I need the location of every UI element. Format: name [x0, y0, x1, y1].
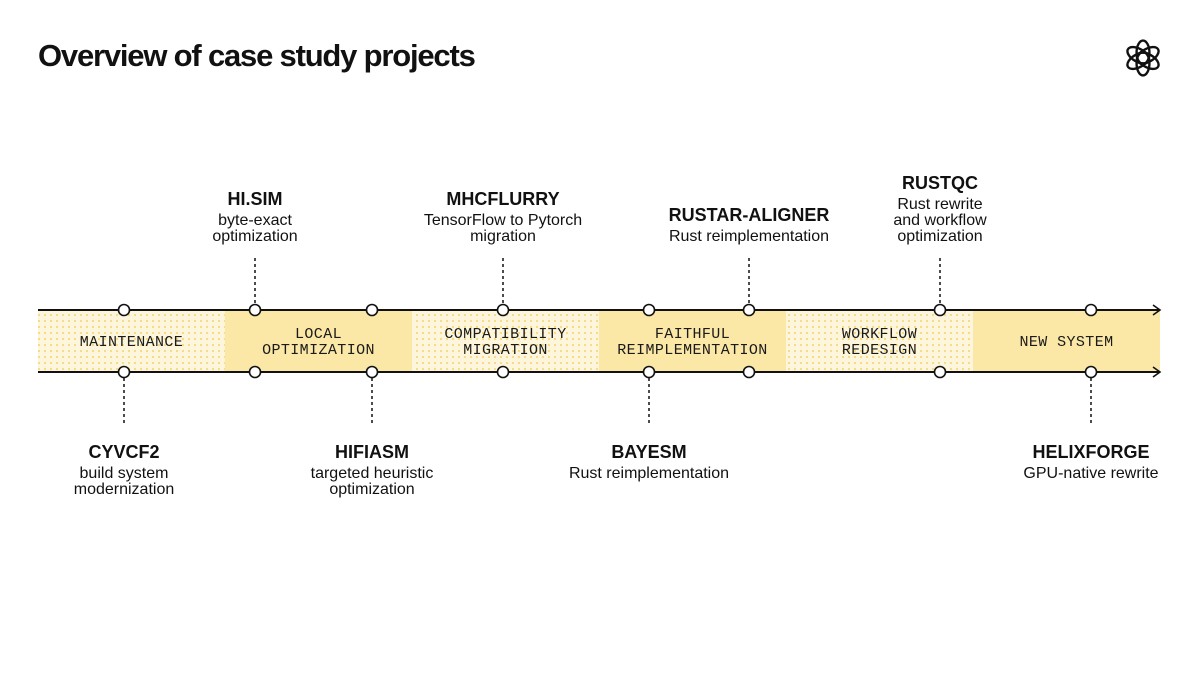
project-desc-rustqc: optimization	[897, 228, 982, 245]
project-desc-mhcflurry: migration	[470, 228, 536, 245]
project-title-mhcflurry: MHCFLURRY	[446, 189, 559, 209]
page-title: Overview of case study projects	[38, 38, 476, 73]
band-label-local-optimization: LOCAL	[295, 326, 342, 343]
project-desc-cyvcf2: build system	[80, 465, 169, 482]
project-desc-hifiasm: targeted heuristic	[311, 465, 434, 482]
rail-node	[933, 365, 947, 379]
band-label-local-optimization: OPTIMIZATION	[262, 342, 375, 359]
band-label-new-system: NEW SYSTEM	[1019, 334, 1113, 351]
project-desc-cyvcf2: modernization	[74, 481, 175, 498]
node-helixforge	[1084, 365, 1098, 379]
project-title-bayesm: BAYESM	[611, 442, 686, 462]
node-rustqc	[933, 303, 947, 317]
project-desc-bayesm: Rust reimplementation	[569, 465, 729, 482]
rail-node	[117, 303, 131, 317]
band-label-maintenance: MAINTENANCE	[80, 334, 183, 351]
rail-node	[248, 365, 262, 379]
project-desc-hi-sim: byte-exact	[218, 212, 292, 229]
project-desc-rustqc: and workflow	[893, 212, 987, 229]
project-desc-hifiasm: optimization	[329, 481, 414, 498]
project-title-hi-sim: HI.SIM	[227, 189, 282, 209]
project-desc-mhcflurry: TensorFlow to Pytorch	[424, 212, 582, 229]
node-hi-sim	[248, 303, 262, 317]
band-label-compatibility-migration: MIGRATION	[463, 342, 548, 359]
rail-node	[742, 365, 756, 379]
project-title-helixforge: HELIXFORGE	[1032, 442, 1149, 462]
project-desc-rustqc: Rust rewrite	[897, 196, 982, 213]
rail-node	[1084, 303, 1098, 317]
band-faithful-reimplementation	[599, 310, 786, 372]
openai-logo-icon	[1126, 39, 1160, 77]
band-label-faithful-reimplementation: REIMPLEMENTATION	[617, 342, 767, 359]
project-title-rustqc: RUSTQC	[902, 173, 978, 193]
band-label-compatibility-migration: COMPATIBILITY	[444, 326, 566, 343]
rail-node	[496, 365, 510, 379]
band-label-workflow-redesign: WORKFLOW	[842, 326, 917, 343]
node-hifiasm	[365, 365, 379, 379]
project-title-hifiasm: HIFIASM	[335, 442, 409, 462]
band-label-faithful-reimplementation: FAITHFUL	[655, 326, 730, 343]
project-desc-helixforge: GPU-native rewrite	[1023, 465, 1158, 482]
project-nodes	[117, 303, 1098, 379]
band-local-optimization	[225, 310, 412, 372]
node-rustar-aligner	[742, 303, 756, 317]
band-label-workflow-redesign: REDESIGN	[842, 342, 917, 359]
node-cyvcf2	[117, 365, 131, 379]
band-maintenance	[38, 310, 225, 372]
project-desc-hi-sim: optimization	[212, 228, 297, 245]
timeline-rails	[38, 304, 1162, 378]
rail-node	[365, 303, 379, 317]
top-rail-arrow	[1152, 304, 1162, 316]
band-new-system	[973, 310, 1160, 372]
project-title-rustar-aligner: RUSTAR-ALIGNER	[669, 205, 830, 225]
project-desc-rustar-aligner: Rust reimplementation	[669, 228, 829, 245]
rail-node	[642, 303, 656, 317]
bottom-rail-arrow	[1152, 366, 1162, 378]
band-compatibility-migration	[412, 310, 599, 372]
band-workflow-redesign	[786, 310, 973, 372]
node-mhcflurry	[496, 303, 510, 317]
node-bayesm	[642, 365, 656, 379]
project-connectors	[123, 258, 1092, 426]
project-title-cyvcf2: CYVCF2	[88, 442, 159, 462]
